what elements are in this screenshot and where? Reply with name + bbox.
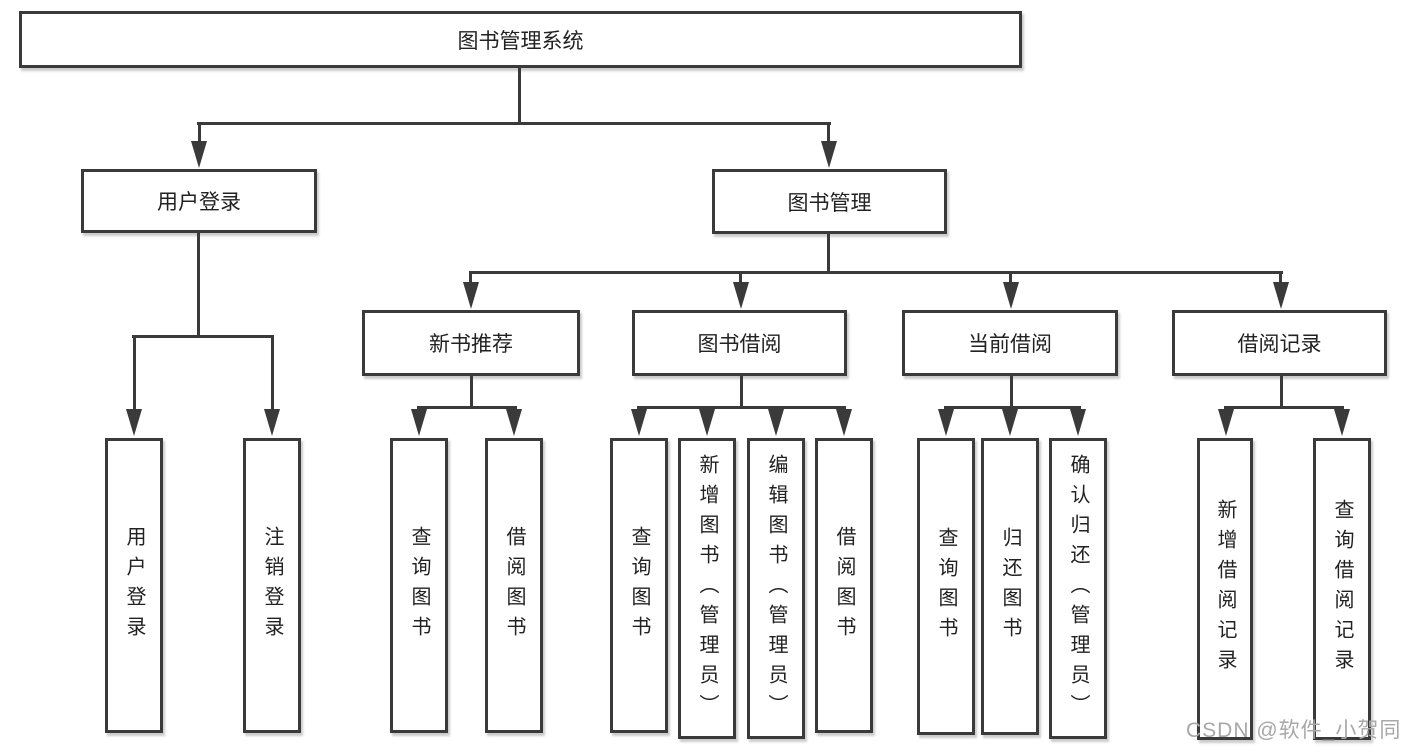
node-br-add-record: 新增借阅记录 (1197, 438, 1253, 740)
connector-line (1010, 374, 1013, 408)
arrowhead-down-icon (699, 409, 715, 436)
connector-line (132, 335, 274, 338)
arrowhead-down-icon (733, 282, 749, 309)
connector-line (470, 374, 473, 408)
node-label: 注销登录 (261, 525, 283, 646)
node-label: 查询图书 (408, 525, 430, 646)
arrowhead-down-icon (836, 409, 852, 436)
connector-line (271, 335, 274, 412)
arrowhead-down-icon (191, 141, 207, 168)
node-label: 新增借阅记录 (1214, 499, 1236, 679)
connector-line (1279, 271, 1282, 285)
connector-line (518, 68, 521, 124)
arrowhead-down-icon (463, 282, 479, 309)
arrowhead-down-icon (411, 409, 427, 436)
connector-line (133, 335, 136, 412)
connector-line (1280, 374, 1283, 408)
connector-line (637, 406, 846, 409)
connector-line (944, 406, 1081, 409)
node-bb-edit-book-admin: 编辑图书（管理员） (747, 438, 805, 739)
arrowhead-down-icon (1273, 282, 1289, 309)
node-new-book-recommend: 新书推荐 (362, 310, 580, 376)
arrowhead-down-icon (264, 409, 280, 436)
node-label: 查询借阅记录 (1331, 499, 1353, 679)
node-label: 借阅图书 (503, 525, 525, 646)
arrowhead-down-icon (1218, 409, 1234, 436)
node-user-login-leaf: 用户登录 (105, 438, 163, 733)
arrowhead-down-icon (631, 409, 647, 436)
node-cb-confirm-return-admin: 确认归还（管理员） (1049, 438, 1107, 739)
node-label: 查询图书 (935, 526, 957, 647)
node-bb-query-book: 查询图书 (610, 438, 668, 733)
node-label: 图书管理系统 (457, 29, 584, 53)
node-label: 图书借阅 (697, 333, 782, 356)
node-nb-borrow-book: 借阅图书 (485, 438, 543, 733)
node-br-query-record: 查询借阅记录 (1313, 438, 1371, 740)
connector-line (469, 271, 472, 285)
arrowhead-down-icon (1003, 282, 1019, 309)
node-borrow-record: 借阅记录 (1172, 310, 1387, 376)
node-cb-query-book: 查询图书 (917, 438, 975, 735)
node-root: 图书管理系统 (19, 11, 1022, 68)
node-label: 归还图书 (999, 526, 1021, 647)
connector-line (198, 122, 201, 144)
node-label: 查询图书 (628, 525, 650, 646)
arrowhead-down-icon (126, 409, 142, 436)
node-label: 用户登录 (157, 191, 241, 214)
node-label: 图书管理 (787, 191, 872, 215)
connector-line (740, 374, 743, 408)
node-book-borrow: 图书借阅 (632, 310, 847, 376)
arrowhead-down-icon (1002, 409, 1018, 436)
arrowhead-down-icon (1070, 409, 1086, 436)
node-bb-borrow-book: 借阅图书 (815, 438, 873, 733)
arrowhead-down-icon (506, 409, 522, 436)
node-label: 新书推荐 (429, 333, 513, 356)
node-book-management: 图书管理 (712, 169, 947, 234)
csdn-watermark: CSDN @软件_小贺同学 (1186, 719, 1402, 742)
node-logout-leaf: 注销登录 (243, 438, 301, 733)
arrowhead-down-icon (821, 141, 837, 168)
node-label: 新增图书（管理员） (696, 453, 718, 724)
node-user-login: 用户登录 (81, 169, 317, 233)
node-label: 确认归还（管理员） (1067, 453, 1089, 724)
node-label: 当前借阅 (968, 333, 1052, 356)
connector-line (1009, 271, 1012, 285)
node-label: 用户登录 (123, 525, 145, 646)
connector-line (197, 122, 831, 125)
connector-line (417, 406, 517, 409)
connector-line (1224, 406, 1344, 409)
arrowhead-down-icon (1334, 409, 1350, 436)
connector-line (827, 122, 830, 144)
arrowhead-down-icon (938, 409, 954, 436)
node-cb-return-book: 归还图书 (981, 438, 1039, 735)
connector-line (469, 271, 1283, 274)
connector-line (197, 233, 200, 337)
connector-line (827, 234, 830, 274)
node-label: 借阅记录 (1237, 333, 1322, 356)
connector-line (739, 271, 742, 285)
node-current-borrow: 当前借阅 (902, 310, 1118, 376)
node-bb-add-book-admin: 新增图书（管理员） (678, 438, 736, 739)
node-label: 编辑图书（管理员） (765, 453, 787, 724)
node-label: 借阅图书 (833, 525, 855, 646)
arrowhead-down-icon (768, 409, 784, 436)
node-nb-query-book: 查询图书 (390, 438, 448, 733)
